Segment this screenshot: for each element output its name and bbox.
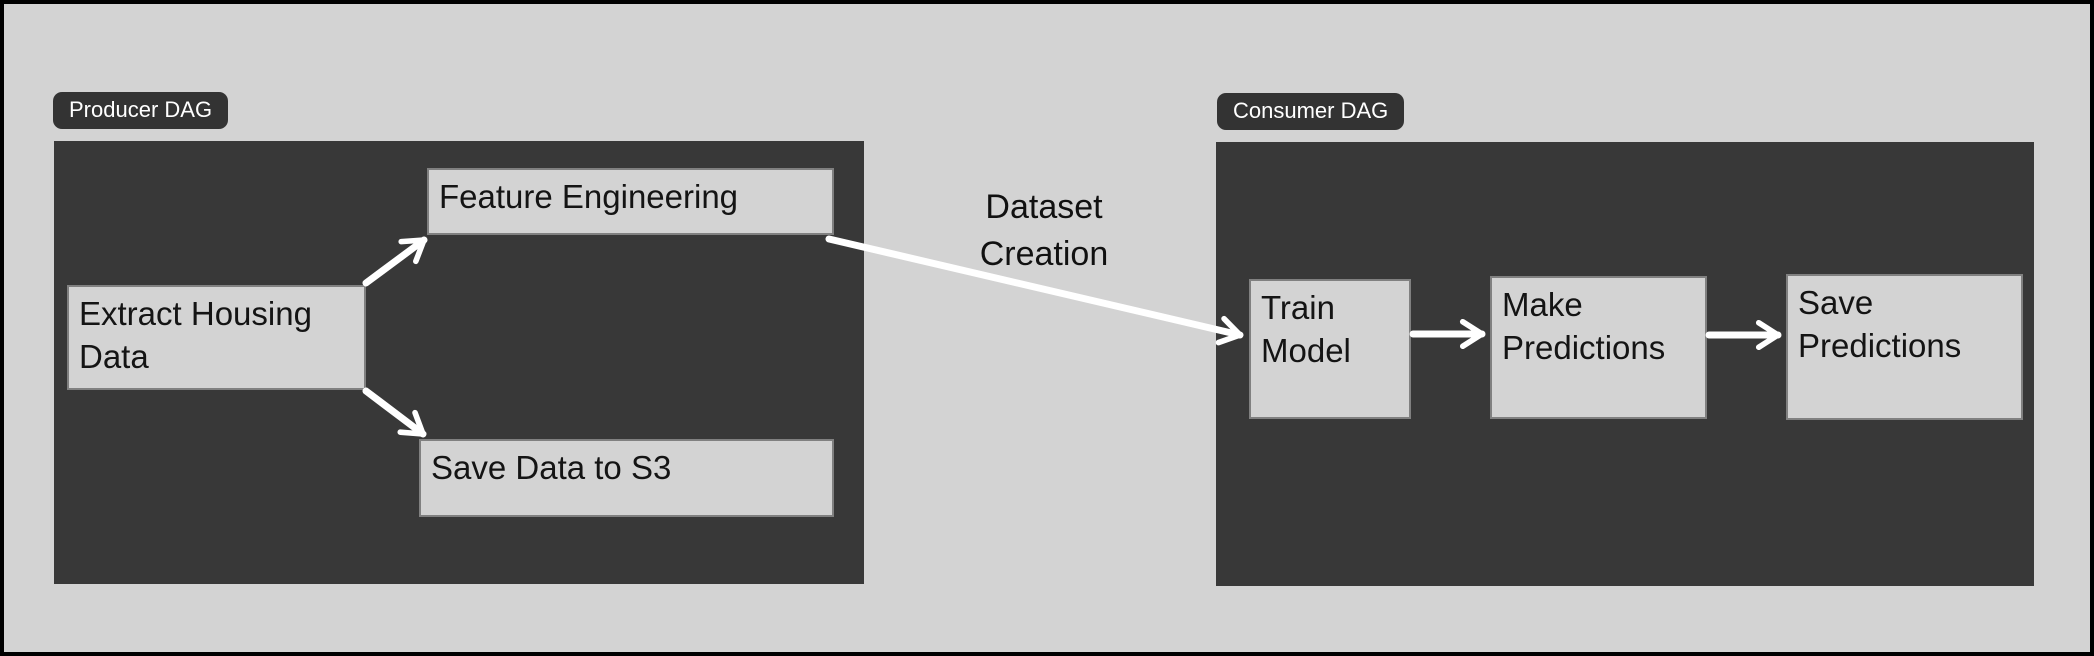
node-train-model: Train Model bbox=[1249, 279, 1411, 419]
node-extract-housing-data: Extract Housing Data bbox=[67, 285, 366, 390]
node-save-predictions: Save Predictions bbox=[1786, 274, 2023, 420]
node-make-predictions: Make Predictions bbox=[1490, 276, 1707, 419]
node-save-data-to-s3: Save Data to S3 bbox=[419, 439, 834, 517]
node-feature-engineering: Feature Engineering bbox=[427, 168, 834, 235]
producer-dag-label: Producer DAG bbox=[53, 92, 229, 129]
consumer-dag-label: Consumer DAG bbox=[1217, 93, 1405, 130]
dataset-creation-edge-label: Dataset Creation bbox=[979, 188, 1109, 273]
